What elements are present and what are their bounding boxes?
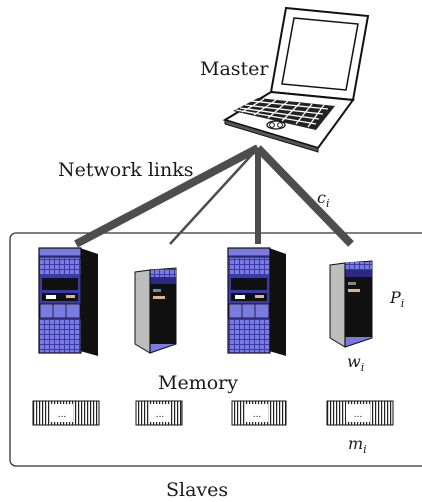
slaves-label: Slaves [166,479,228,501]
link-to-slave-4 [255,145,354,247]
memory-block-glyph: ... [253,410,262,420]
tower-server-icon [38,247,98,356]
memory-block-icon: ... [231,400,287,426]
memory-block-glyph: ... [354,410,363,420]
minitower-server-icon [329,260,373,348]
memory-block-glyph: ... [156,410,165,420]
slaves-frame [9,232,422,467]
memory-block-icon: ... [32,400,100,426]
network-links [74,144,354,248]
master-label: Master [200,58,269,80]
minitower-server-icon [134,267,177,354]
processor-label: Pi [389,288,404,310]
speed-label: wi [347,352,364,374]
memory-label: Memory [158,372,238,394]
memory-block-icon: ... [135,400,183,426]
tower-server-icon [227,247,286,356]
memory-size-label: mi [348,434,367,456]
network-links-label: Network links [58,159,194,181]
link-cost-label: ci [317,188,330,210]
link-to-slave-2 [169,147,259,245]
link-to-slave-1 [74,144,260,248]
laptop-icon [222,6,370,153]
memory-block-icon: ... [326,400,394,426]
memory-block-glyph: ... [58,410,67,420]
